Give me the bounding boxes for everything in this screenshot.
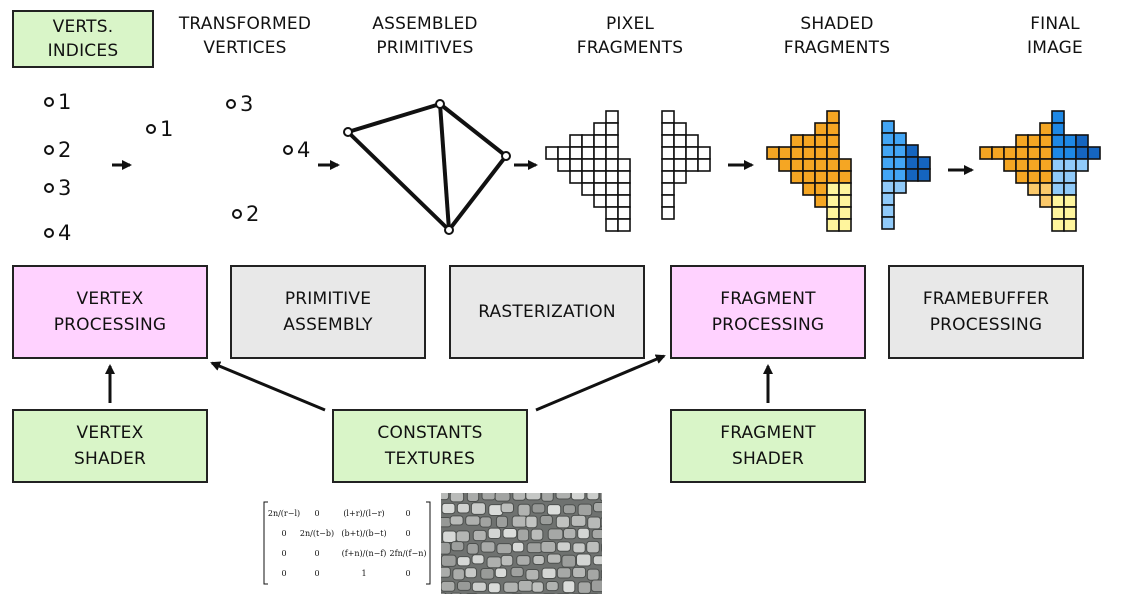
matrix-cell: 0 <box>281 569 286 578</box>
assembled-primitives-triangles <box>346 102 508 232</box>
transformed-vertex-label-4: 4 <box>283 138 310 162</box>
matrix-cell: 2n/(r−l) <box>268 509 300 518</box>
shaded-fragments-grid-blue <box>881 120 931 230</box>
matrix-cell: 0 <box>314 509 319 518</box>
matrix-cell: 2fn/(f−n) <box>390 549 427 558</box>
matrix-cell: (f+n)/(n−f) <box>342 549 387 558</box>
stage-header-final-image: FINAL IMAGE <box>1027 14 1083 58</box>
pixel-fragments-grid-small <box>661 110 711 220</box>
vertex-label-4: 4 <box>44 221 71 245</box>
shaded-fragments-grid-orange <box>766 110 852 232</box>
final-image-grid <box>979 110 1101 232</box>
stage-header-assembled-primitives: ASSEMBLED PRIMITIVES <box>372 14 478 58</box>
matrix-cell: 0 <box>281 549 286 558</box>
stage-header-transformed-vertices: TRANSFORMED VERTICES <box>178 14 312 58</box>
constants-to-vertex-arrow <box>210 361 326 412</box>
transformed-vertex-label-3: 3 <box>226 92 253 116</box>
matrix-cell: 2n/(t−b) <box>300 529 334 538</box>
assembled-primitive-vertices <box>343 99 511 235</box>
matrix-cell: 0 <box>314 569 319 578</box>
stage-header-verts-indices: VERTS. INDICES <box>12 10 154 68</box>
projection-matrix: 2n/(r−l) 0 (l+r)/(l−r) 0 0 2n/(t−b) (b+t)/(b−t… <box>263 501 431 585</box>
matrix-cell: 0 <box>281 529 286 538</box>
pixel-fragments-grid-large <box>545 110 631 232</box>
matrix-cell: (b+t)/(b−t) <box>341 529 386 538</box>
vertex-label-1: 1 <box>44 90 71 114</box>
matrix-cell: 0 <box>405 509 410 518</box>
cobblestone-texture-image <box>441 493 602 594</box>
transformed-vertex-label-2: 2 <box>232 202 259 226</box>
stage-header-pixel-fragments: PIXEL FRAGMENTS <box>576 14 684 58</box>
vertex-label-2: 2 <box>44 138 71 162</box>
rasterization-box: RASTERIZATION <box>449 265 645 359</box>
matrix-cell: 1 <box>361 569 366 578</box>
vertex-label-3: 3 <box>44 176 71 200</box>
stage-header-shaded-fragments: SHADED FRAGMENTS <box>783 14 891 58</box>
matrix-cell: 0 <box>405 569 410 578</box>
matrix-cell: (l+r)/(l−r) <box>343 509 384 518</box>
constants-to-fragment-arrow <box>535 354 666 412</box>
transformed-vertex-label-1: 1 <box>146 117 173 141</box>
matrix-cell: 0 <box>405 529 410 538</box>
matrix-cell: 0 <box>314 549 319 558</box>
